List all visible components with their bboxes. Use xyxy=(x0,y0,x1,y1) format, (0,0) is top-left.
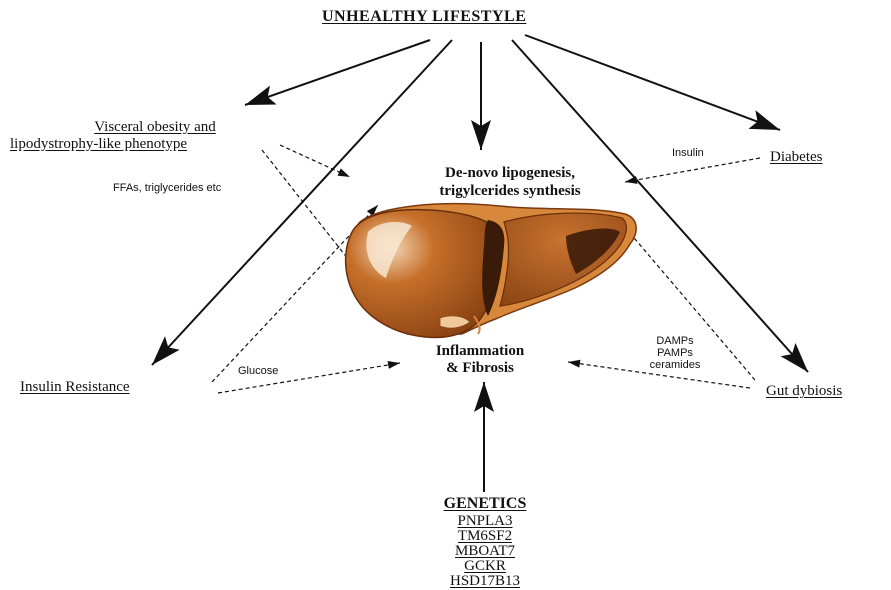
node-inflammation-line1: Inflammation xyxy=(390,344,570,359)
gene-item: TM6SF2 xyxy=(410,529,560,544)
node-gut-dysbiosis: Gut dybiosis xyxy=(766,384,842,399)
arrow-lifestyle-to-gut xyxy=(512,40,808,372)
dashed-diabetes-to-denovo xyxy=(625,158,760,182)
title-unhealthy-lifestyle: UNHEALTHY LIFESTYLE xyxy=(322,9,526,25)
gene-item: MBOAT7 xyxy=(410,544,560,559)
genetics-heading: GENETICS xyxy=(410,496,560,512)
gene-item: PNPLA3 xyxy=(410,514,560,529)
edge-label-pamps: PAMPs xyxy=(640,348,710,359)
node-denovo-line1: De-novo lipogenesis, xyxy=(380,166,640,181)
edge-label-ffas: FFAs, triglycerides etc xyxy=(113,183,221,194)
edge-label-glucose: Glucose xyxy=(238,366,278,377)
gene-item: HSD17B13 xyxy=(410,574,560,589)
arrow-lifestyle-to-diabetes xyxy=(525,35,780,130)
node-insulin-resistance: Insulin Resistance xyxy=(20,380,130,395)
edge-label-insulin: Insulin xyxy=(672,148,704,159)
node-denovo-line2: trigylcerides synthesis xyxy=(380,184,640,199)
liver-illustration xyxy=(346,204,637,338)
node-visceral-line1: Visceral obesity and xyxy=(25,120,285,135)
node-inflammation-line2: & Fibrosis xyxy=(390,361,570,376)
node-visceral-line2: lipodystrophy-like phenotype xyxy=(10,137,187,152)
gene-item: GCKR xyxy=(410,559,560,574)
node-diabetes: Diabetes xyxy=(770,150,822,165)
edge-label-damps: DAMPs xyxy=(640,336,710,347)
edge-label-ceramides: ceramides xyxy=(640,360,710,371)
